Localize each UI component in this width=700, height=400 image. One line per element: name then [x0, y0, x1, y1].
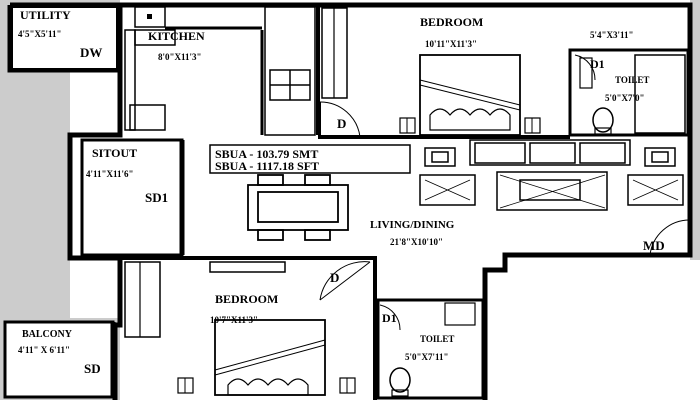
toilet-top-cistern [594, 127, 612, 135]
sbua-sft: SBUA - 1117.18 SFT [215, 159, 319, 173]
bed-bottom-pillows [227, 378, 309, 396]
utility-label: UTILITY [20, 8, 71, 22]
bedroom-bottom-label: BEDROOM [215, 292, 278, 306]
toilet-top-wc [592, 107, 614, 133]
sitout-label: SITOUT [92, 146, 137, 160]
bedroom-bottom-door-leaf [319, 261, 371, 301]
living-dining-size: 21'8"X10'10" [390, 237, 443, 247]
bed-bottom-sheet2 [214, 344, 326, 376]
toilet-bottom-wc [389, 367, 411, 393]
bedroom-top-size: 10'11"X11'3" [425, 39, 477, 49]
bedroom-bottom-door-label: D [330, 270, 339, 285]
bedroom-top-door-label: D [337, 116, 346, 131]
bedroom-top-door-arc [319, 101, 361, 138]
toilet-bottom-size: 5'0"X7'11" [405, 352, 449, 362]
background-left-grey [0, 70, 70, 320]
toilet-top-door-arc [574, 54, 596, 81]
bedroom-top-label: BEDROOM [420, 15, 483, 29]
bedroom-bottom-size: 10'7"X11'3" [210, 315, 258, 325]
utility-size: 4'5"X5'11" [18, 29, 62, 39]
bed-bottom-sheet [214, 339, 326, 371]
toilet-top-size: 5'0"X7'0" [605, 93, 645, 103]
wardrobe-bottom [124, 261, 161, 338]
bed-top [419, 54, 521, 136]
toilet-top-door: D1 [590, 57, 605, 71]
toilet-bottom [376, 298, 485, 400]
toilet-bottom-sink [444, 302, 476, 326]
sofa-hatching [424, 174, 679, 209]
sitout-room [80, 138, 184, 257]
dining-table [247, 174, 349, 241]
toilet-top [568, 48, 690, 137]
main-door-arc [649, 219, 691, 256]
living-dining-label: LIVING/DINING [370, 219, 455, 231]
toilet-top-inner [634, 54, 686, 134]
toilet-bottom-door-arc [379, 304, 401, 331]
toilet-top-label: TOILET [615, 75, 649, 85]
kitchen-counters [124, 6, 316, 136]
kitchen-size: 8'0"X11'3" [158, 52, 202, 62]
bedroom-bottom-door-arc [319, 261, 371, 301]
sitout-size: 4'11"X11'6" [86, 169, 134, 179]
utility-dot [147, 14, 152, 19]
tv-unit-bottom [209, 261, 286, 273]
balcony-door: SD [84, 361, 101, 376]
toilet-bottom-door: D1 [382, 311, 397, 325]
dw-label: DW [80, 45, 102, 60]
toilet-top-sink [579, 57, 593, 89]
kitchen-label: KITCHEN [148, 29, 205, 43]
background-right-grey [690, 0, 700, 260]
bed-top-sheet2 [419, 84, 521, 111]
bed-top-sheet [419, 79, 521, 106]
sbua-smt: SBUA - 103.79 SMT [215, 147, 318, 161]
balcony-room [3, 320, 115, 399]
living-furniture [419, 139, 684, 211]
bedroom-bottom-walls [120, 256, 377, 400]
main-door-label: MD [643, 238, 665, 253]
bed-top-pillows [429, 108, 511, 131]
utility-room [11, 6, 118, 70]
sitout-door: SD1 [145, 190, 168, 205]
toilet-bottom-label: TOILET [420, 334, 454, 344]
balcony-size: 4'11" X 6'11" [18, 345, 70, 355]
area-box [209, 144, 411, 174]
toilet-top-outer-size: 5'4"X3'11" [590, 30, 634, 40]
toilet-bottom-cistern [391, 389, 409, 397]
balcony-label: BALCONY [22, 329, 73, 340]
